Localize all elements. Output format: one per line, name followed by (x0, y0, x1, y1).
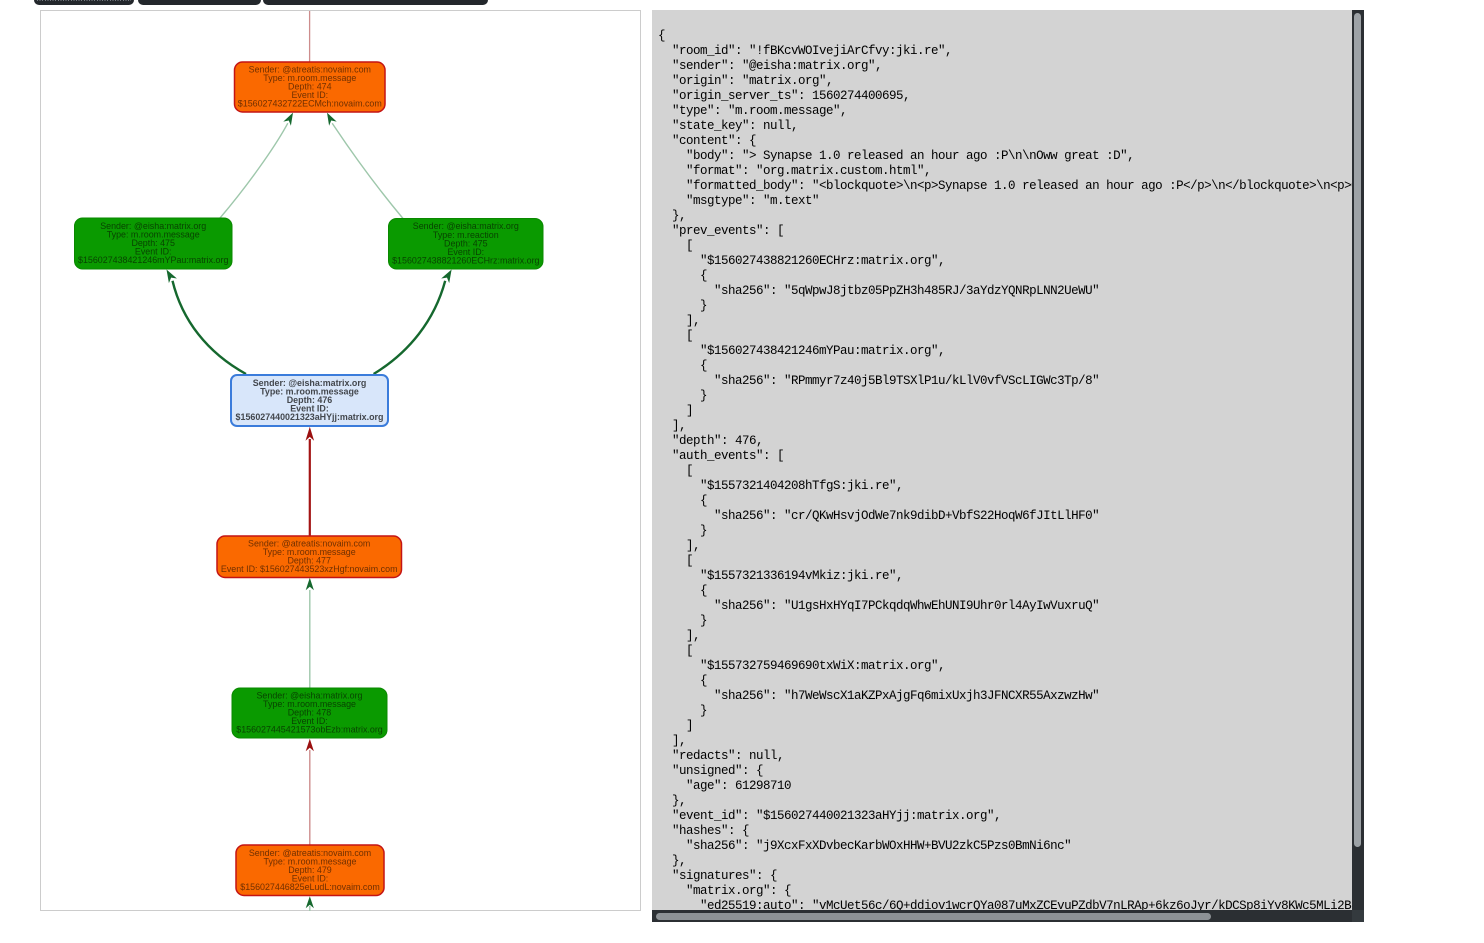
svg-text:Depth: 475: Depth: 475 (444, 238, 488, 249)
svg-text:$156027446825eLudL:novaim.com: $156027446825eLudL:novaim.com (240, 882, 380, 893)
svg-text:Depth: 479: Depth: 479 (288, 865, 332, 876)
svg-text:Event ID:: Event ID: (135, 247, 172, 258)
svg-text:Depth: 474: Depth: 474 (288, 82, 332, 93)
svg-text:$156027445421573obEzb:matrix.o: $156027445421573obEzb:matrix.org (236, 725, 383, 736)
svg-text:$156027438821260ECHrz:matrix.o: $156027438821260ECHrz:matrix.org (392, 255, 539, 266)
svg-text:Type: m.room.message: Type: m.room.message (263, 547, 356, 558)
svg-text:$156027440021323aHYjj:matrix.o: $156027440021323aHYjj:matrix.org (236, 412, 384, 423)
svg-text:Event ID:: Event ID: (290, 404, 329, 415)
svg-text:Type: m.room.message: Type: m.room.message (263, 699, 356, 710)
svg-text:Type: m.reaction: Type: m.reaction (433, 230, 499, 241)
svg-text:Depth: 475: Depth: 475 (131, 238, 175, 249)
svg-text:Type: m.room.message: Type: m.room.message (264, 856, 357, 867)
svg-text:Event ID: $156027443523xzHgf:n: Event ID: $156027443523xzHgf:novaim.com (221, 564, 398, 575)
svg-text:Depth: 477: Depth: 477 (287, 556, 331, 567)
svg-text:Sender: @atreatis:novaim.com: Sender: @atreatis:novaim.com (249, 65, 371, 76)
svg-text:Sender: @atreatis:novaim.com: Sender: @atreatis:novaim.com (248, 539, 370, 550)
svg-text:Sender: @atreatis:novaim.com: Sender: @atreatis:novaim.com (249, 848, 371, 859)
svg-text:$156027432722ECMch:novaim.com: $156027432722ECMch:novaim.com (238, 99, 382, 110)
svg-text:Event ID:: Event ID: (448, 247, 485, 258)
svg-text:Type: m.room.message: Type: m.room.message (263, 73, 356, 84)
svg-text:Sender: @eisha:matrix.org: Sender: @eisha:matrix.org (100, 221, 206, 232)
svg-text:Event ID:: Event ID: (291, 716, 328, 727)
svg-text:Sender: @eisha:matrix.org: Sender: @eisha:matrix.org (253, 378, 367, 389)
svg-text:Event ID:: Event ID: (292, 873, 329, 884)
svg-text:$156027438421246mYPau:matrix.o: $156027438421246mYPau:matrix.org (78, 255, 228, 266)
svg-text:Sender: @eisha:matrix.org: Sender: @eisha:matrix.org (413, 221, 519, 232)
svg-text:Depth: 478: Depth: 478 (288, 708, 332, 719)
svg-text:Depth: 476: Depth: 476 (287, 395, 333, 406)
svg-text:Type: m.room.message: Type: m.room.message (107, 230, 200, 241)
svg-text:Event ID:: Event ID: (292, 90, 329, 101)
svg-text:Sender: @eisha:matrix.org: Sender: @eisha:matrix.org (257, 691, 363, 702)
svg-text:Type: m.room.message: Type: m.room.message (260, 387, 359, 398)
